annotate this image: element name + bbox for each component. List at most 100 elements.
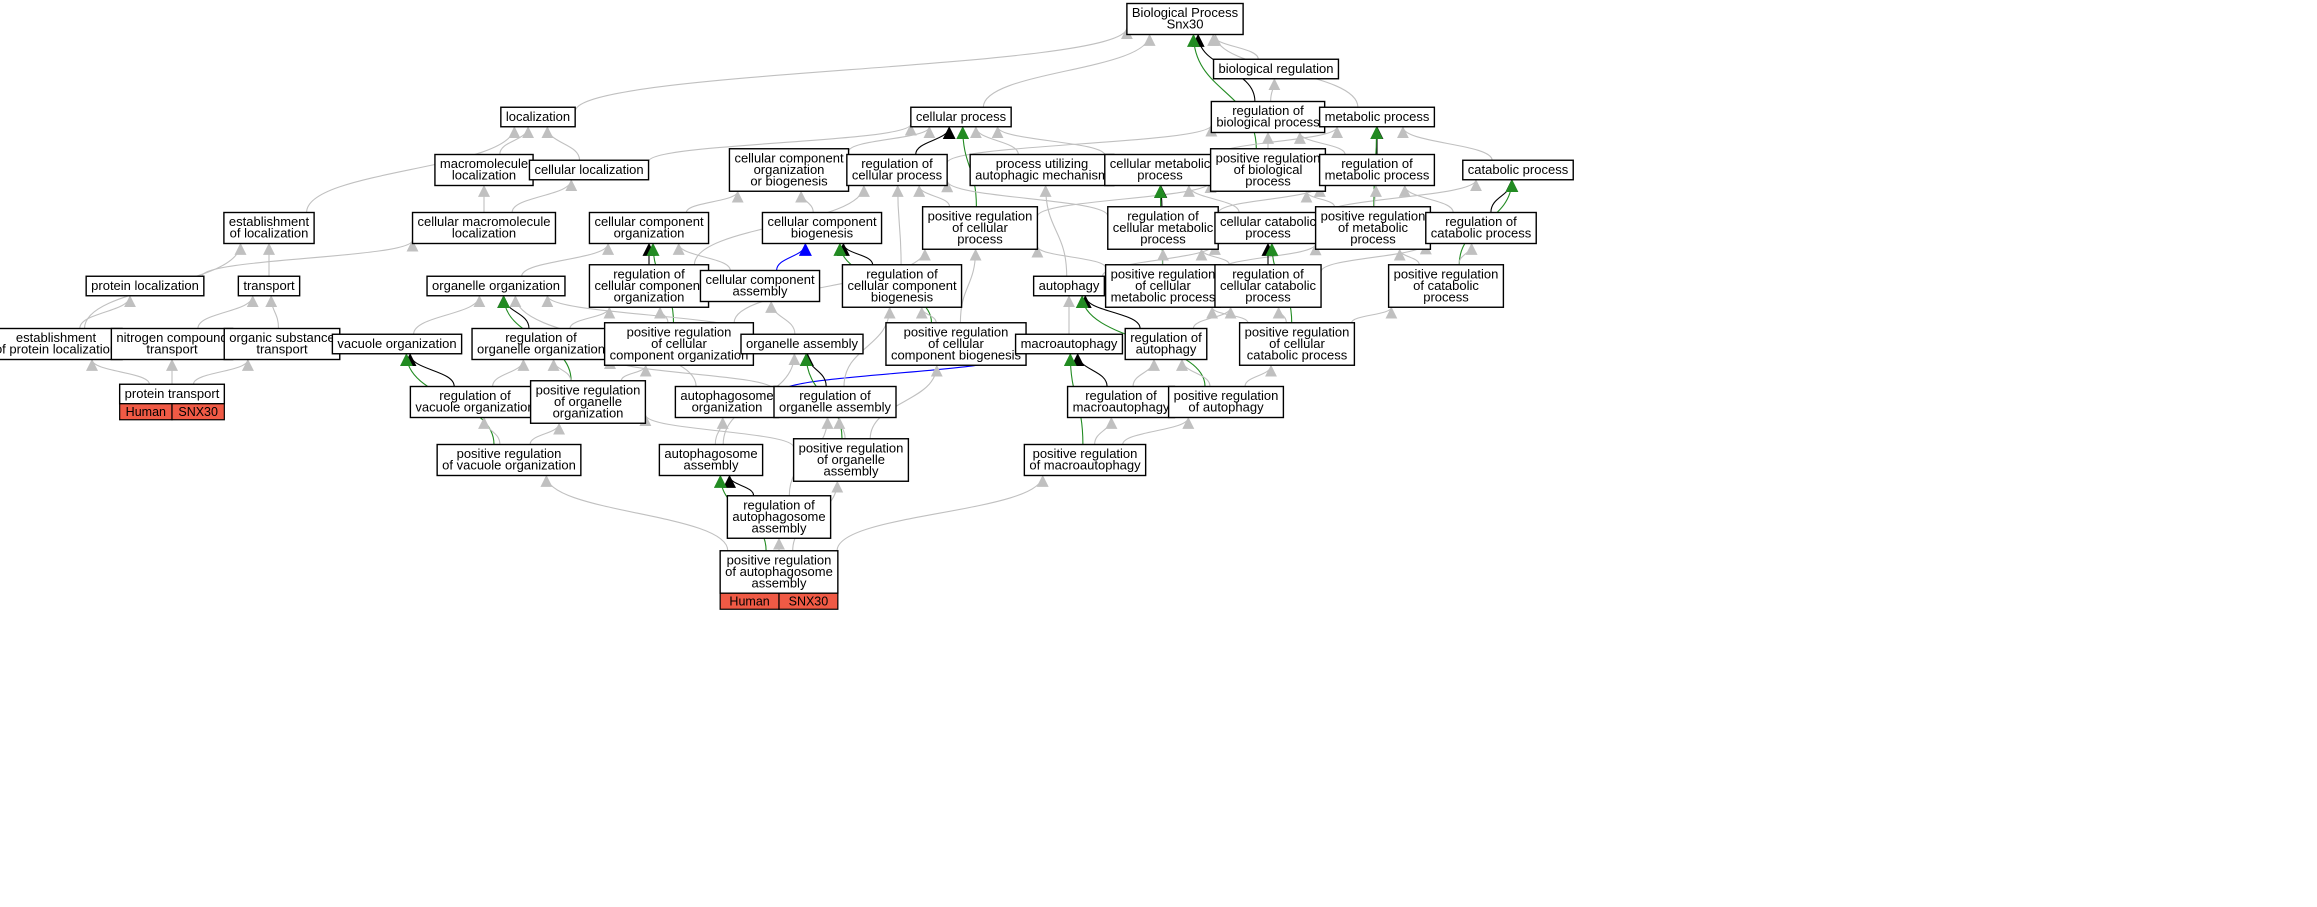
go-term-node-cellloc[interactable]: cellular localization bbox=[528, 159, 650, 181]
go-term-label-line: macroautophagy bbox=[1073, 400, 1170, 415]
go-term-node-transport[interactable]: transport bbox=[237, 275, 301, 297]
go-term-node-metab[interactable]: metabolic process bbox=[1318, 106, 1436, 128]
go-term-node-orgorg[interactable]: organelle organization bbox=[426, 275, 566, 297]
relation-edge-part_of bbox=[723, 474, 755, 496]
go-term-node-cellproc[interactable]: cellular process bbox=[910, 106, 1012, 128]
go-term-label-line: of cellular bbox=[928, 336, 984, 351]
go-term-node-catab[interactable]: catabolic process bbox=[1462, 159, 1574, 181]
go-term-label-line: positive regulation bbox=[928, 208, 1033, 223]
go-term-label-line: of cellular bbox=[651, 336, 707, 351]
relation-edge-path bbox=[1176, 358, 1211, 387]
relation-edge-path bbox=[1192, 306, 1237, 329]
go-term-node-autophagy[interactable]: autophagy bbox=[1032, 275, 1106, 297]
relation-edge-is_a bbox=[1031, 245, 1107, 269]
go-term-label-line: localization bbox=[452, 226, 516, 241]
go-term-box bbox=[1214, 211, 1322, 245]
relation-edge-is_a bbox=[1396, 126, 1493, 161]
relation-edge-path bbox=[654, 306, 669, 323]
go-term-label-line: of catabolic bbox=[1413, 278, 1479, 293]
go-term-label-line: positive regulation bbox=[904, 324, 1009, 339]
annotation-gene-cell bbox=[171, 403, 225, 421]
relation-edge-is_a bbox=[915, 306, 937, 323]
relation-edge-path bbox=[765, 300, 796, 335]
go-term-node-orgasm[interactable]: organelle assembly bbox=[740, 333, 864, 355]
go-term-node-biolreg[interactable]: biological regulation bbox=[1212, 58, 1340, 80]
relation-edge-is_a bbox=[1036, 181, 1217, 217]
go-term-node-protloc[interactable]: protein localization bbox=[85, 275, 205, 297]
go-term-label-line: process bbox=[1140, 231, 1186, 246]
go-term-node-vacorg[interactable]: vacuole organization bbox=[331, 333, 463, 355]
go-term-box bbox=[1214, 264, 1322, 308]
go-term-label-line: autophagosome bbox=[732, 509, 825, 524]
relation-edge-path bbox=[1132, 358, 1160, 387]
relation-edge-part_of bbox=[915, 126, 956, 155]
go-term-box bbox=[223, 327, 341, 361]
go-term-box bbox=[761, 211, 883, 245]
go-term-label-line: localization bbox=[506, 109, 570, 124]
relation-edge-path bbox=[1300, 190, 1336, 208]
go-term-box bbox=[588, 264, 710, 308]
relation-edge-is_a bbox=[511, 179, 578, 213]
relation-edge-path bbox=[843, 306, 896, 387]
go-term-node-prottrans[interactable]: protein transport bbox=[118, 383, 226, 405]
go-term-label-line: vacuole organization bbox=[337, 336, 456, 351]
relation-edge-is_a bbox=[79, 295, 136, 329]
go-term-label-line: of cellular bbox=[1135, 278, 1191, 293]
go-term-box bbox=[1023, 443, 1147, 477]
relation-edge-path bbox=[492, 358, 530, 387]
relation-edge-path bbox=[1036, 181, 1217, 217]
go-term-label-line: positive regulation bbox=[457, 446, 562, 461]
relation-edge-is_a bbox=[1300, 190, 1336, 208]
relation-edge-path bbox=[959, 248, 982, 323]
go-term-node-macroaut[interactable]: macroautophagy bbox=[1014, 333, 1124, 355]
relation-edge-is_a bbox=[765, 300, 796, 335]
go-term-node-loc[interactable]: localization bbox=[500, 106, 576, 128]
go-term-label-line: positive regulation bbox=[536, 382, 641, 397]
go-term-box bbox=[658, 443, 764, 477]
